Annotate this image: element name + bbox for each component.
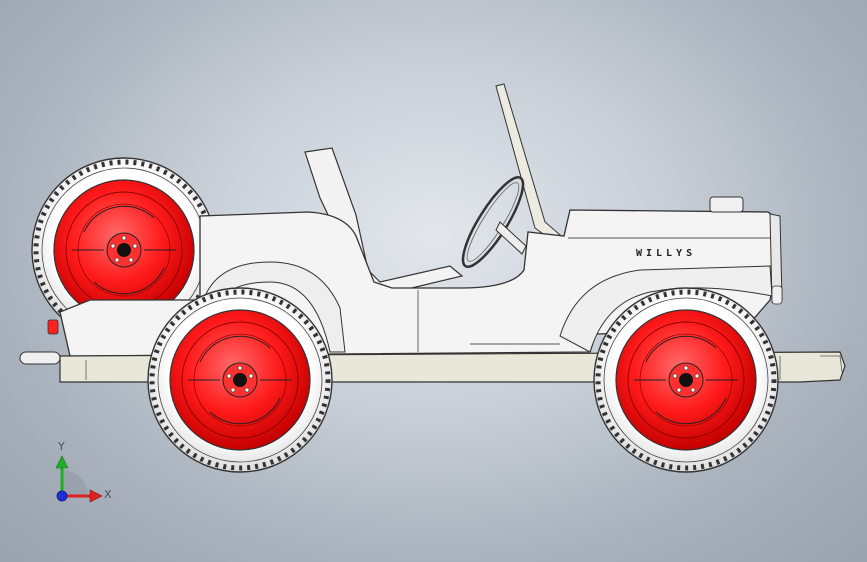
hood-lettering: WILLYS <box>636 248 696 259</box>
windshield-frame[interactable] <box>495 83 567 247</box>
y-axis-label: Y <box>58 440 65 453</box>
steering-wheel[interactable] <box>454 170 533 273</box>
rear-hitch <box>19 319 61 365</box>
hood-cap <box>709 196 744 213</box>
headlight <box>771 285 783 305</box>
rear-fender <box>204 261 346 353</box>
front-fender <box>559 265 773 353</box>
x-axis-label: X <box>104 488 112 501</box>
coordinate-triad <box>55 455 103 503</box>
rear-wheel[interactable] <box>148 288 332 472</box>
front-wheel[interactable] <box>594 288 778 472</box>
